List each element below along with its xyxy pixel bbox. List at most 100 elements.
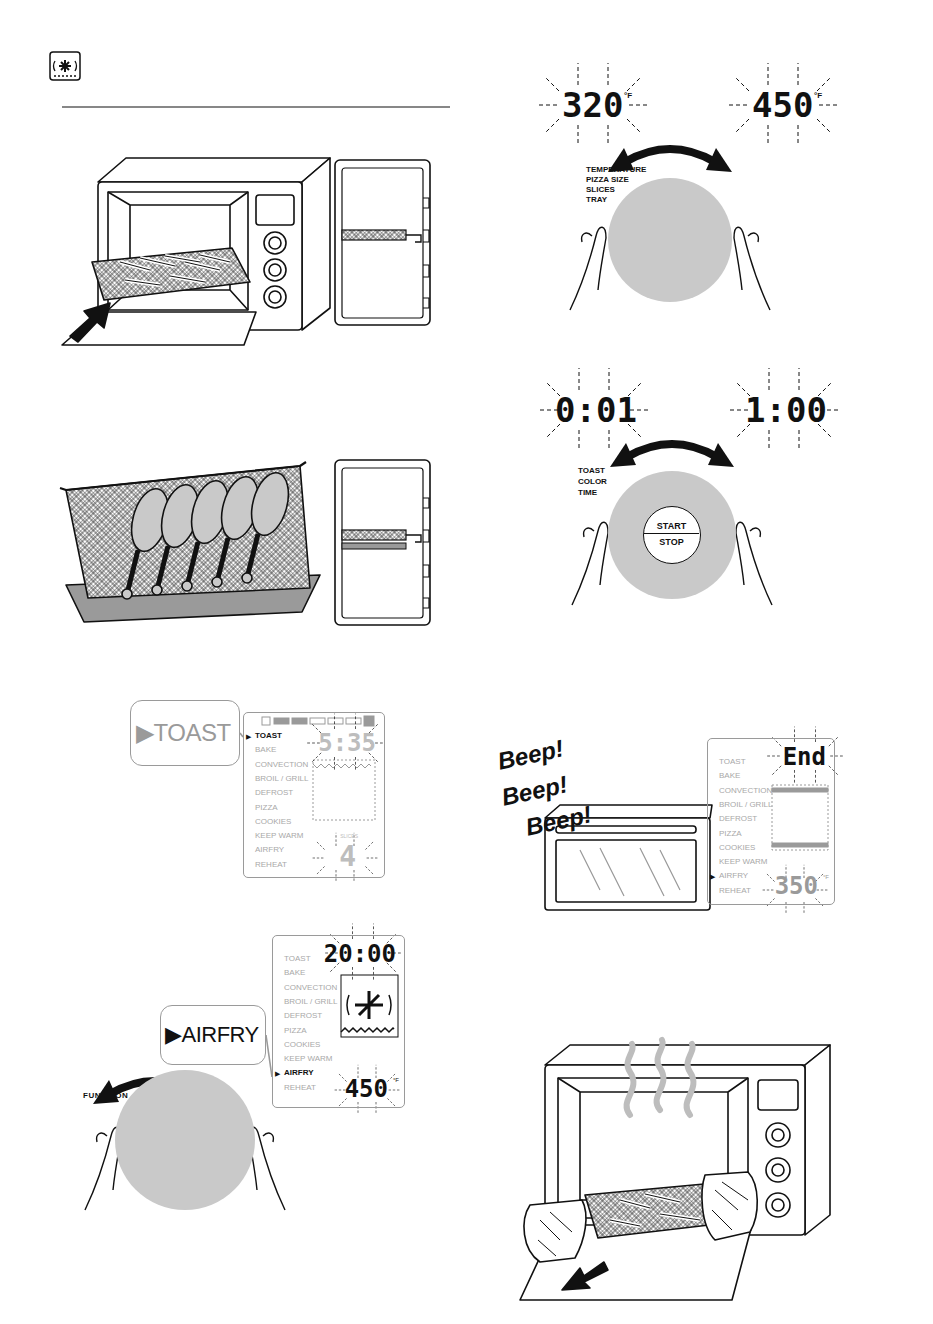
panel-decor: [313, 764, 371, 768]
select-arrow: ▶: [275, 1070, 280, 1077]
basket-with-drumsticks: [248, 534, 258, 574]
remove-basket-oven: [610, 1194, 700, 1226]
beep-text: Beep!: [500, 772, 570, 809]
panel-decor: [347, 995, 391, 1015]
panel-decor: [292, 718, 307, 724]
button-label: STOP: [644, 538, 699, 547]
basket-with-drumsticks: [122, 589, 132, 599]
function-item: BAKE: [719, 772, 740, 780]
illustration: [335, 160, 430, 325]
remove-basket-oven: [712, 1182, 748, 1230]
function-item: KEEP WARM: [719, 858, 767, 866]
panel-decor: [274, 718, 289, 724]
end-oven: [556, 840, 696, 902]
panel-decor: [772, 785, 828, 850]
oven-insert-basket: [269, 291, 281, 303]
panel-decor: [262, 716, 828, 1037]
beep-text: Beep!: [496, 736, 566, 773]
temperature-dial: TEMPERATUREPIZZA SIZESLICESTRAY: [608, 178, 732, 302]
display-number: 4: [339, 843, 356, 871]
basket-with-drumsticks: [152, 585, 162, 595]
illustration: [333, 1065, 400, 1114]
illustration: [727, 63, 839, 145]
remove-basket-oven: [772, 1164, 784, 1176]
illustration: [324, 924, 402, 981]
display-panel: 5:35▶TOASTBAKECONVECTIONBROIL / GRILLDEF…: [243, 712, 385, 878]
illustration: [766, 727, 844, 784]
steam: [627, 1044, 634, 1115]
illustration: [761, 865, 828, 914]
dial-label: TOAST: [578, 467, 605, 475]
function-item: DEFROST: [255, 789, 293, 797]
panel-decor: [328, 718, 343, 724]
callout-text: ▶AIRFRY: [165, 1024, 259, 1046]
time-display: 1:00: [745, 393, 827, 427]
basket-with-drumsticks: [128, 550, 138, 590]
time-display: 0:01: [555, 393, 637, 427]
function-item: REHEAT: [284, 1084, 316, 1092]
unit-label: °F: [814, 92, 822, 100]
function-item: PIZZA: [255, 804, 278, 812]
airfry-icon: [59, 60, 71, 72]
function-item: CONVECTION: [255, 761, 308, 769]
section-rule: [62, 106, 450, 107]
basket-with-drumsticks: [60, 462, 320, 622]
illustration: [306, 714, 384, 771]
remove-basket-oven: [702, 1172, 757, 1240]
illustration: [610, 443, 734, 467]
remove-basket-oven: [562, 1262, 608, 1290]
airfry-icon: [54, 61, 77, 71]
basket-with-drumsticks: [158, 546, 168, 586]
end-oven: [545, 818, 710, 910]
basket-with-drumsticks: [245, 469, 294, 540]
function-item: TOAST: [719, 758, 746, 766]
function-item: DEFROST: [284, 1012, 322, 1020]
function-item: PIZZA: [284, 1027, 307, 1035]
callout-bubble: ▶TOAST: [130, 700, 240, 766]
function-item: AIRFRY: [284, 1069, 313, 1077]
oven-insert-basket: [269, 237, 281, 249]
dial-label: TRAY: [586, 196, 607, 204]
illustration: [333, 1065, 400, 1114]
function-item: REHEAT: [255, 861, 287, 869]
function-item: AIRFRY: [719, 872, 748, 880]
illustration: [761, 865, 828, 914]
panel-decor: [341, 1028, 394, 1032]
basket-with-drumsticks: [218, 538, 228, 578]
panel-decor: [262, 717, 270, 725]
illustration: [306, 714, 384, 771]
button-label: START: [644, 522, 699, 534]
function-item: BROIL / GRILL: [284, 998, 338, 1006]
airfry-icon: [54, 75, 76, 77]
illustration: [311, 833, 378, 882]
function-item: REHEAT: [719, 887, 751, 895]
dial-label: PIZZA SIZE: [586, 176, 629, 184]
illustration: [538, 368, 650, 450]
time-dial: TOASTCOLORTIMESTARTSTOP: [608, 471, 736, 599]
select-arrow: ▶: [246, 733, 251, 740]
dial-label: COLOR: [578, 478, 607, 486]
oven-insert-basket: [98, 158, 330, 182]
panel-decor: [313, 760, 375, 820]
function-item: PIZZA: [719, 830, 742, 838]
panel-decor: [772, 788, 828, 792]
function-item: COOKIES: [719, 844, 755, 852]
function-item: AIRFRY: [255, 846, 284, 854]
display-time: End: [783, 745, 826, 769]
callout-connector: [240, 733, 243, 737]
oven-insert-basket: [70, 303, 110, 342]
oven-insert-basket: [256, 195, 294, 225]
callout-text: ▶TOAST: [136, 721, 231, 745]
basket-with-drumsticks: [182, 581, 192, 591]
panel-decor: [310, 718, 325, 724]
remove-basket-oven: [520, 1045, 830, 1300]
unit-label: °F: [624, 92, 632, 100]
display-time: 20:00: [324, 942, 396, 966]
basket-with-drumsticks: [188, 542, 198, 582]
temperature-display: 320: [562, 88, 623, 122]
panel-decor: [346, 718, 361, 724]
function-item: KEEP WARM: [284, 1055, 332, 1063]
remove-basket-oven: [766, 1123, 790, 1147]
callout-bubble: ▶AIRFRY: [160, 1005, 266, 1065]
